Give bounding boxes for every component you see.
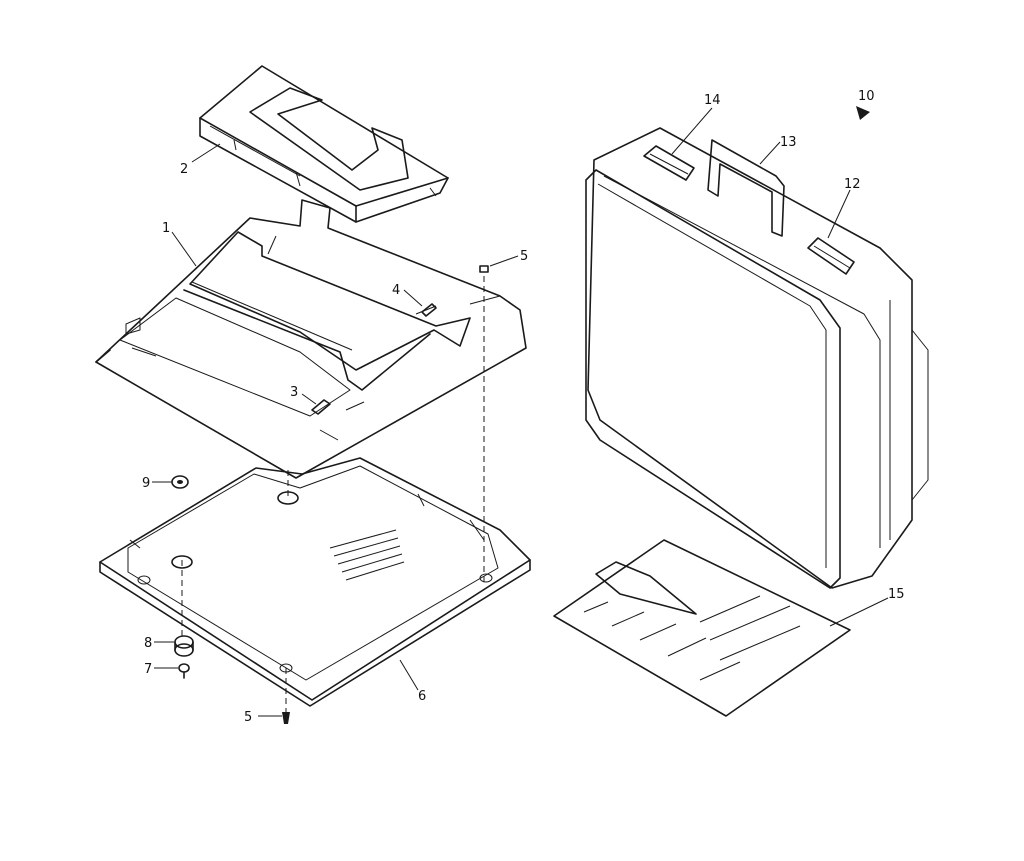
callout-7: 7 bbox=[144, 662, 152, 677]
callout-1: 1 bbox=[162, 221, 170, 236]
part-screw-5-bottom bbox=[282, 712, 290, 724]
part-foot-9 bbox=[171, 475, 189, 489]
part-screw-5-top bbox=[479, 265, 489, 273]
assembly-lines bbox=[181, 276, 485, 712]
callout-8: 8 bbox=[144, 636, 152, 651]
callout-10: 10 bbox=[858, 89, 875, 104]
part-spring-4 bbox=[421, 303, 437, 317]
leader-lines bbox=[152, 106, 889, 717]
callout-14: 14 bbox=[704, 93, 721, 108]
callout-4: 4 bbox=[392, 283, 400, 298]
vent-grille bbox=[329, 529, 405, 581]
part-handle-13 bbox=[707, 139, 785, 237]
callout-3: 3 bbox=[290, 385, 298, 400]
part-screw-7 bbox=[178, 663, 190, 679]
callout-5-top: 5 bbox=[520, 249, 528, 264]
callout-12: 12 bbox=[844, 177, 861, 192]
callout-13: 13 bbox=[780, 135, 797, 150]
part-bottom-case bbox=[99, 457, 531, 707]
callout-2: 2 bbox=[180, 162, 188, 177]
callout-labels: 1 2 3 4 5 5 6 7 8 9 10 12 13 14 15 bbox=[142, 89, 905, 725]
part-carrying-case bbox=[585, 127, 929, 589]
callout-15: 15 bbox=[888, 587, 905, 602]
part-manual-15 bbox=[553, 539, 851, 717]
part-spring-3 bbox=[311, 399, 331, 415]
part-latch-12 bbox=[807, 237, 855, 275]
part-top-cover bbox=[199, 65, 449, 223]
part-latch-14 bbox=[643, 145, 695, 181]
part-keyboard-base bbox=[95, 199, 527, 479]
callout-9: 9 bbox=[142, 476, 150, 491]
callout-5-bottom: 5 bbox=[244, 710, 252, 725]
part-foot-8 bbox=[174, 635, 194, 657]
callout-6: 6 bbox=[418, 689, 426, 704]
